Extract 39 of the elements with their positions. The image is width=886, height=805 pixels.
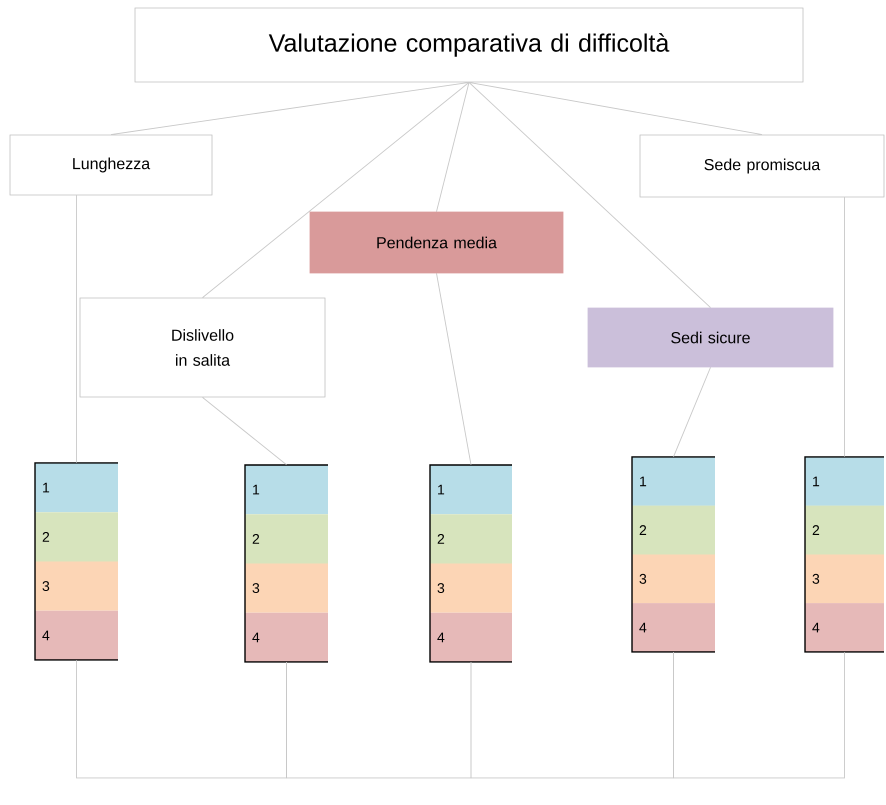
scale-cell: 1 — [632, 456, 715, 506]
connector-line — [110, 82, 470, 136]
scale-cell: 1 — [245, 464, 328, 514]
connector-line — [436, 272, 472, 466]
connector-line — [436, 82, 470, 212]
category-box: Pendenza media — [310, 212, 564, 274]
connector-line — [468, 82, 762, 136]
scale-cell: 4 — [430, 612, 512, 662]
scale-cell: 1 — [805, 456, 884, 506]
scale-cell: 4 — [245, 612, 328, 662]
connector-line — [673, 652, 845, 778]
scale-cell: 2 — [430, 514, 512, 564]
connector-line — [76, 660, 287, 778]
scale-cell: 1 — [430, 464, 512, 514]
scale-cell: 3 — [35, 561, 118, 611]
connector-line — [202, 82, 470, 298]
category-box: Lunghezza — [10, 134, 212, 196]
category-box: Dislivello in salita — [80, 298, 326, 398]
connector-line — [202, 396, 287, 466]
heading-box: Valutazione comparativa di difficoltà — [134, 8, 804, 82]
connector-line — [844, 196, 845, 458]
scale-cell: 4 — [632, 603, 715, 652]
scale-cell: 4 — [805, 603, 884, 652]
connector-line — [673, 366, 711, 458]
category-box: Sede promiscua — [640, 134, 884, 198]
scale-cell: 3 — [245, 563, 328, 613]
scale-cell: 3 — [805, 554, 884, 604]
scale-cell: 3 — [430, 563, 512, 613]
scale-cell: 3 — [632, 554, 715, 604]
scale-cell: 2 — [632, 506, 715, 554]
category-box: Sedi sicure — [588, 308, 834, 368]
connector-line — [468, 82, 711, 308]
scale-cell: 2 — [805, 506, 884, 554]
scale-cell: 4 — [35, 610, 118, 660]
scale-cell: 2 — [245, 514, 328, 564]
connector-line — [76, 194, 77, 464]
connector-line — [286, 662, 472, 778]
scale-cell: 2 — [35, 512, 118, 562]
scale-cell: 1 — [35, 462, 118, 512]
